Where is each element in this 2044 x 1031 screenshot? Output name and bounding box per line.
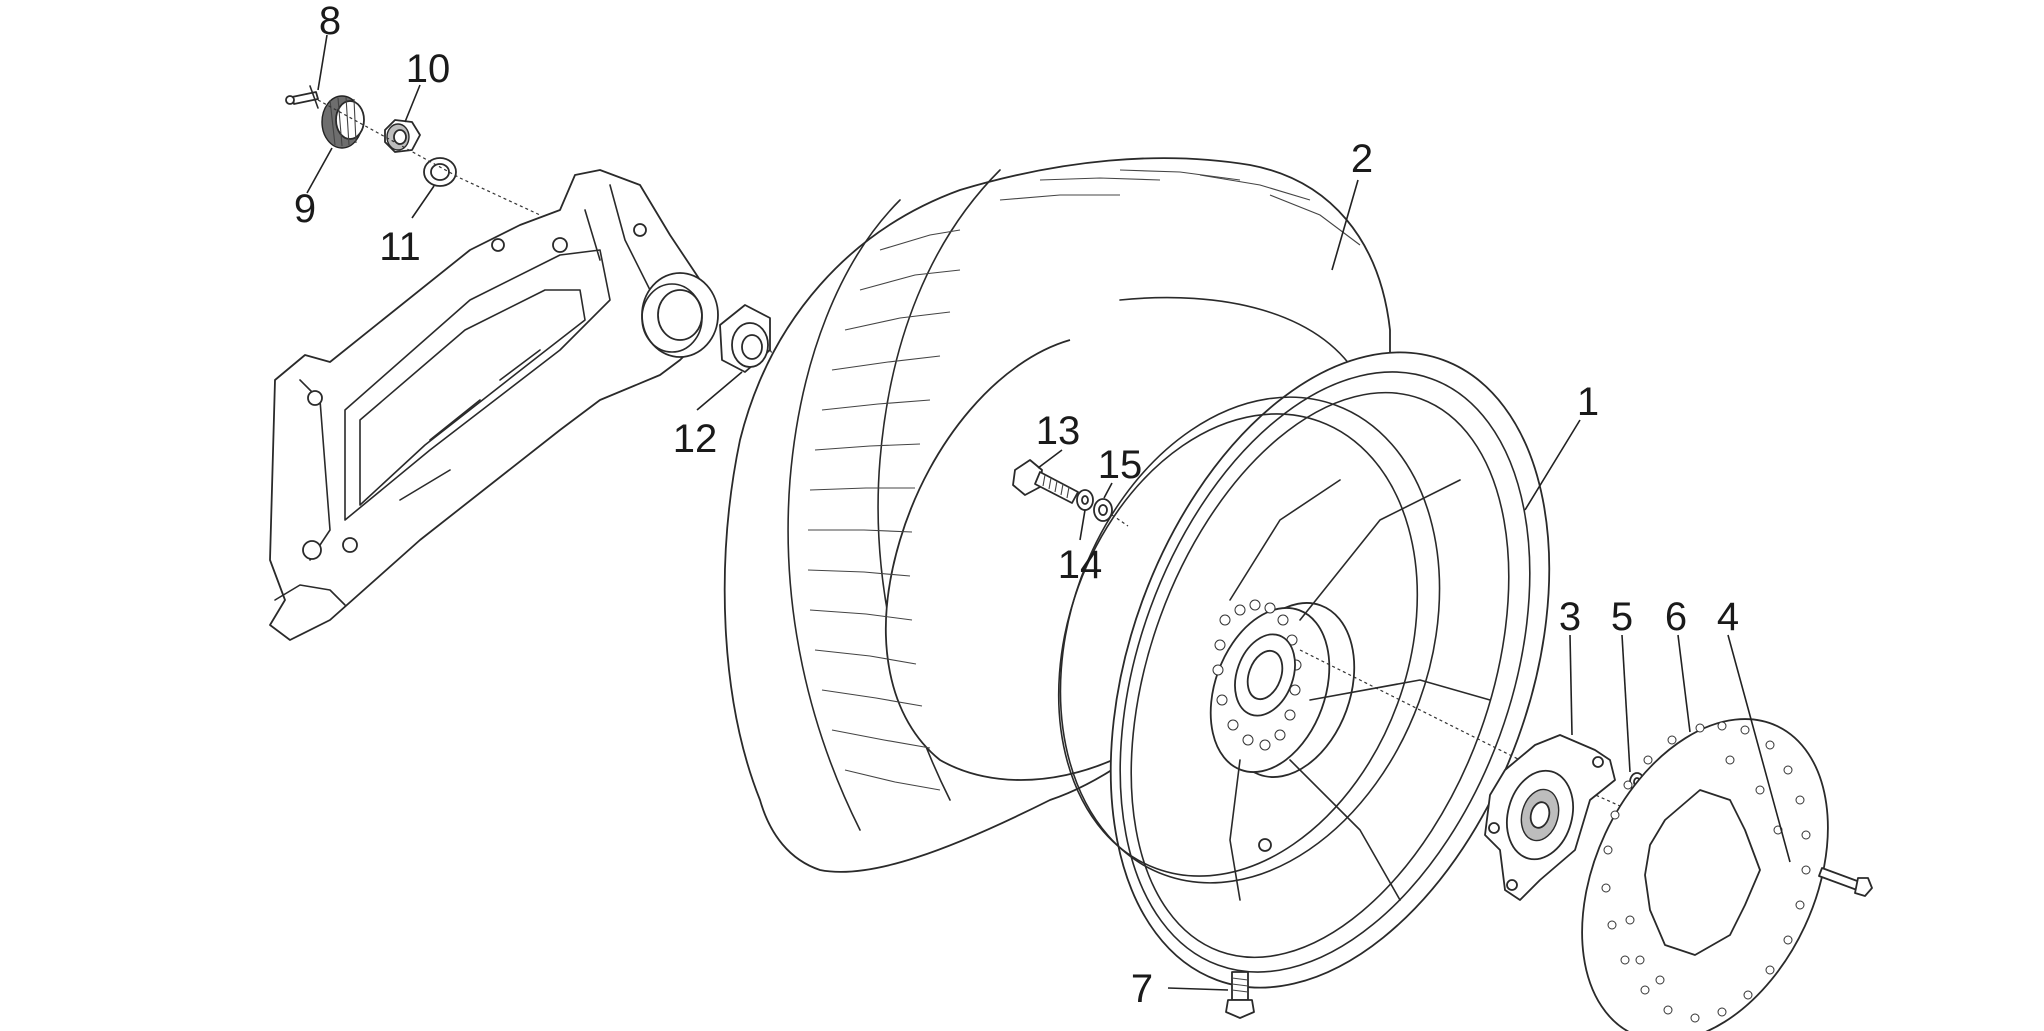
nut-10 <box>384 119 421 153</box>
hub-flange-3 <box>1484 734 1616 901</box>
swingarm-bracket <box>269 169 719 641</box>
washer-15 <box>1093 498 1113 522</box>
leader-lines <box>306 34 1791 991</box>
bolt-13 <box>1012 459 1079 504</box>
rim-1 <box>1057 351 1551 989</box>
callout-8: 8 <box>319 0 341 43</box>
callout-5: 5 <box>1611 595 1633 639</box>
callout-labels: 8 9 10 11 12 2 1 13 15 14 3 5 6 4 7 <box>294 0 1739 1011</box>
callout-2: 2 <box>1351 137 1373 181</box>
callout-7: 7 <box>1131 967 1153 1011</box>
callout-10: 10 <box>406 47 451 91</box>
callout-9: 9 <box>294 187 316 231</box>
callout-3: 3 <box>1559 595 1581 639</box>
callout-13: 13 <box>1036 409 1081 453</box>
bearing-9 <box>321 95 365 149</box>
callout-1: 1 <box>1577 380 1599 424</box>
callout-12: 12 <box>673 417 718 461</box>
callout-11: 11 <box>379 225 421 269</box>
bolt-7 <box>1225 971 1255 1019</box>
callout-15: 15 <box>1098 443 1143 487</box>
axis-line-8-11 <box>317 99 541 216</box>
brake-disc-6 <box>1581 718 1829 1031</box>
callout-4: 4 <box>1717 595 1739 639</box>
callout-14: 14 <box>1058 543 1103 587</box>
bushing-11 <box>423 157 457 187</box>
pin-8 <box>285 85 319 109</box>
brake-disc-holes <box>1601 721 1811 1023</box>
bolt-4 <box>1818 867 1873 897</box>
callout-6: 6 <box>1665 595 1687 639</box>
washer-14 <box>1076 489 1094 511</box>
spacer-12 <box>719 304 771 373</box>
